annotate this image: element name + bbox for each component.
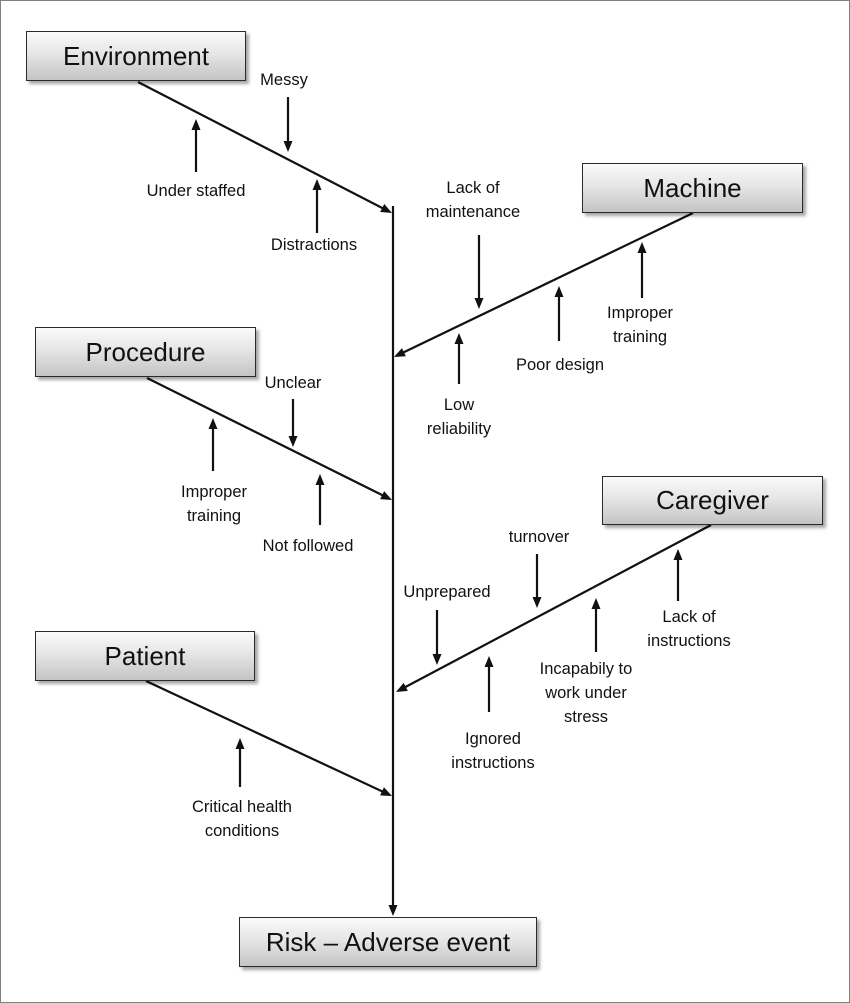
cause-improper-training-machine: Improper training [606, 304, 674, 346]
bone-patient [145, 680, 386, 794]
cause-ignored-instructions: Ignored instructions [451, 730, 535, 772]
cause-arrow-not-followed-head [315, 474, 325, 485]
category-caregiver: Caregiver [602, 476, 823, 525]
cause-arrow-improper-training-procedure-head [208, 418, 218, 429]
bone-environment [137, 81, 386, 211]
cause-arrow-unclear-head [288, 436, 298, 447]
cause-arrow-turnover-head [532, 597, 542, 608]
cause-messy: Messy [260, 71, 308, 89]
category-environment: Environment [26, 31, 246, 81]
bone-machine-head [394, 348, 406, 357]
cause-critical-health-conditions: Critical health conditions [192, 798, 292, 840]
cause-arrow-improper-training-machine-head [637, 242, 647, 253]
cause-arrow-poor-design-head [554, 286, 564, 297]
bone-patient-head [380, 787, 392, 796]
category-procedure: Procedure [35, 327, 256, 377]
cause-turnover: turnover [508, 528, 570, 546]
cause-arrow-messy-head [283, 141, 293, 152]
cause-arrow-under-staffed-head [191, 119, 201, 130]
cause-arrow-low-reliability-head [454, 333, 464, 344]
cause-under-staffed: Under staffed [146, 182, 246, 200]
category-machine: Machine [582, 163, 803, 213]
cause-improper-training-procedure: Improper training [180, 483, 248, 525]
bone-procedure-head [380, 491, 392, 500]
cause-arrow-lack-of-maintenance-head [474, 298, 484, 309]
cause-unprepared: Unprepared [403, 583, 491, 601]
cause-arrow-critical-health-conditions-head [235, 738, 245, 749]
cause-arrow-unprepared-head [432, 654, 442, 665]
cause-unclear: Unclear [264, 374, 322, 392]
bone-caregiver [402, 524, 712, 690]
cause-poor-design: Poor design [515, 356, 605, 374]
cause-arrow-distractions-head [312, 179, 322, 190]
bone-procedure [146, 377, 386, 498]
spine-arrow-head [388, 905, 398, 916]
cause-low-reliability: Low reliability [426, 396, 492, 438]
effect-box: Risk – Adverse event [239, 917, 537, 967]
cause-lack-of-maintenance: Lack of maintenance [425, 179, 521, 221]
cause-arrow-incapability-under-stress-head [591, 598, 601, 609]
bone-environment-head [380, 203, 392, 213]
cause-arrow-lack-of-instructions-head [673, 549, 683, 560]
cause-incapability-under-stress: Incapabily to work under stress [539, 660, 633, 726]
cause-distractions: Distractions [270, 236, 358, 254]
cause-arrow-ignored-instructions-head [484, 656, 494, 667]
bone-machine [400, 212, 694, 355]
bone-caregiver-head [396, 682, 408, 692]
cause-not-followed: Not followed [262, 537, 354, 555]
category-patient: Patient [35, 631, 255, 681]
cause-lack-of-instructions: Lack of instructions [647, 608, 731, 650]
